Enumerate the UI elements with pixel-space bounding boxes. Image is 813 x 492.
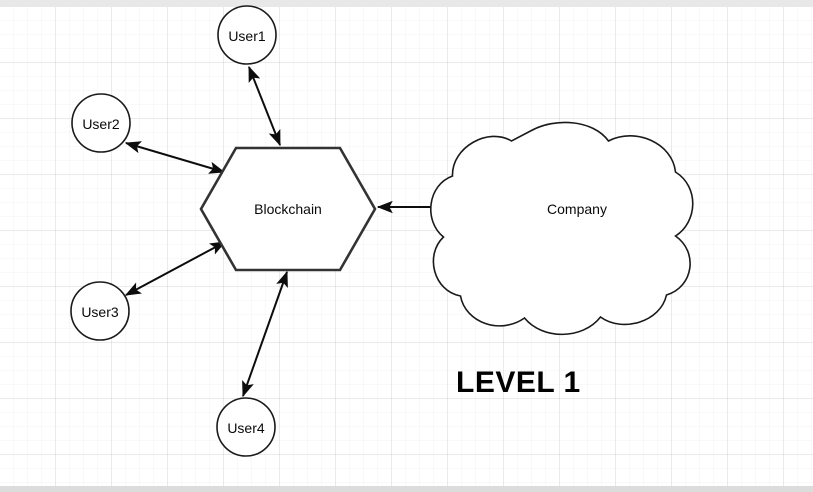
edge-user1-blockchain[interactable] [248, 65, 281, 147]
level-title: LEVEL 1 [456, 366, 581, 399]
canvas-top-edge-bar [0, 0, 813, 7]
node-user3[interactable]: User3 [70, 281, 130, 341]
circle-shape [71, 93, 131, 153]
node-user2-label: User2 [82, 116, 120, 132]
node-blockchain[interactable]: Blockchain [199, 146, 377, 272]
cloud-shape [430, 121, 694, 336]
edge-user3-blockchain[interactable] [124, 241, 227, 296]
node-user4[interactable]: User4 [216, 397, 276, 457]
node-blockchain-label: Blockchain [254, 201, 322, 217]
node-user1-label: User1 [228, 28, 266, 44]
canvas-bottom-edge-bar [0, 486, 813, 492]
node-user2[interactable]: User2 [71, 93, 131, 153]
edge-user2-blockchain[interactable] [124, 141, 226, 174]
node-user1[interactable]: User1 [217, 5, 277, 65]
circle-shape [216, 397, 276, 457]
node-company[interactable]: Company [430, 121, 694, 336]
node-user3-label: User3 [81, 304, 119, 320]
node-user4-label: User4 [227, 420, 265, 436]
circle-shape [217, 5, 277, 65]
node-company-label: Company [547, 201, 607, 217]
circle-shape [70, 281, 130, 341]
edge-user4-blockchain[interactable] [242, 270, 288, 398]
hexagon-shape [199, 146, 377, 272]
